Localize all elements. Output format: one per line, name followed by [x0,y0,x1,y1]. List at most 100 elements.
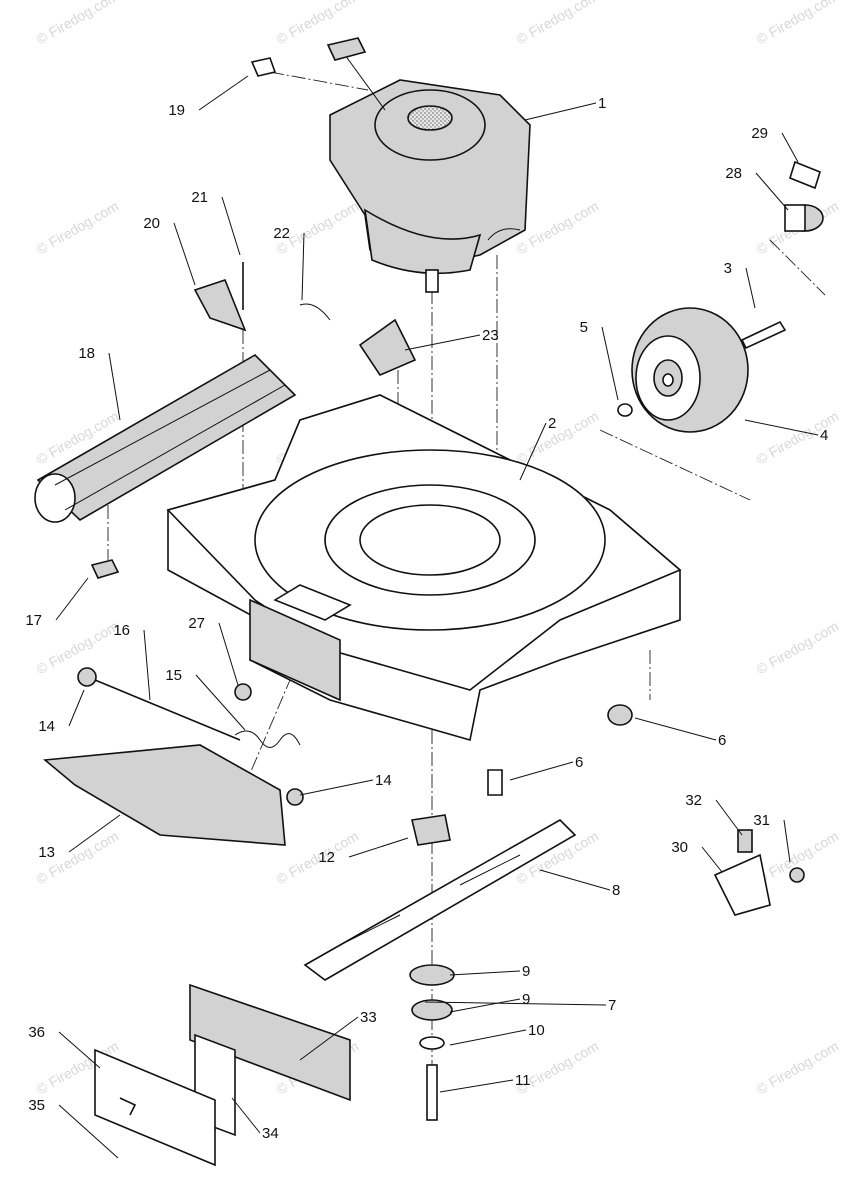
callout-leader [58,1031,101,1069]
callout-13: 13 [38,814,121,861]
callout-number: 7 [608,997,616,1014]
callout-number: 30 [671,839,688,856]
callout-5: 5 [580,319,619,401]
callout-number: 11 [515,1072,531,1089]
callout-leader [539,869,611,891]
callout-14: 14 [299,772,392,796]
callout-number: 21 [191,189,208,206]
callout-22: 22 [273,225,305,301]
rear-rod-spring [77,667,304,806]
callout-28: 28 [725,165,789,211]
rear-flap [43,744,286,846]
callout-leader [601,326,619,401]
callout-number: 9 [522,991,530,1008]
callout-number: 1 [598,95,606,112]
callout-23: 23 [404,327,499,351]
callout-number: 32 [685,792,702,809]
callout-20: 20 [143,215,196,286]
callout-number: 20 [143,215,160,232]
callout-leader [715,799,743,836]
rear-roller [34,354,297,523]
callout-leader [755,172,789,211]
callout-number: 34 [262,1125,279,1142]
watermark-text: © Firedog.com [754,618,842,678]
callout-6: 6 [634,717,726,749]
callout-2: 2 [519,415,556,481]
callout-31: 31 [753,812,791,863]
callout-9: 9 [449,963,530,980]
height-brackets [193,262,417,376]
callout-leader [173,222,196,286]
callout-3: 3 [724,260,756,309]
callout-leader [198,75,249,111]
wheel [631,307,749,433]
callout-27: 27 [188,615,239,686]
callout-number: 2 [548,415,556,432]
callout-number: 16 [113,622,130,639]
callout-number: 6 [575,754,583,771]
callout-number: 23 [482,327,499,344]
callout-number: 3 [724,260,732,277]
callout-leader [449,998,521,1013]
callout-6: 6 [509,754,583,781]
callout-leader [231,1097,261,1134]
engine [326,37,531,293]
callout-number: 6 [718,732,726,749]
callout-leader [744,419,819,436]
wheel-hardware [617,160,824,417]
callout-leader [745,267,756,309]
callout-leader [301,232,305,301]
callout-36: 36 [28,1024,101,1069]
callout-leader [221,196,241,256]
callout-29: 29 [751,125,799,163]
callout-33: 33 [299,1009,377,1061]
callout-16: 16 [113,622,151,701]
callout-number: 27 [188,615,205,632]
callout-leader [299,1016,359,1061]
callout-number: 22 [273,225,290,242]
callout-number: 15 [165,667,182,684]
callout-number: 13 [38,844,55,861]
callout-17: 17 [25,577,89,629]
watermark-text: © Firedog.com [34,198,122,258]
callout-10: 10 [449,1022,545,1046]
callout-leader [781,132,799,163]
callout-leader [299,779,374,796]
callout-leader [68,689,85,727]
callout-21: 21 [191,189,241,256]
callout-number: 14 [38,718,55,735]
callout-18: 18 [78,345,121,421]
callout-leader [509,761,574,781]
watermark-text: © Firedog.com [514,408,602,468]
clip [90,559,120,579]
callout-30: 30 [671,839,723,873]
callout-number: 10 [528,1022,545,1039]
watermark-text: © Firedog.com [34,0,122,48]
callout-number: 12 [318,849,335,866]
callout-number: 36 [28,1024,45,1041]
callout-number: 33 [360,1009,377,1026]
watermark-text: © Firedog.com [754,1038,842,1098]
callout-number: 28 [725,165,742,182]
callout-1: 1 [524,95,606,121]
mower-deck [166,394,682,742]
callout-number: 8 [612,882,620,899]
callout-35: 35 [28,1097,119,1159]
callout-leader [424,1001,607,1006]
callout-4: 4 [744,419,828,444]
callout-leader [449,1029,527,1046]
callout-12: 12 [318,837,409,866]
callout-7: 7 [424,997,616,1014]
callout-leader [634,717,717,741]
callout-number: 9 [522,963,530,980]
callout-leader [108,352,121,421]
callout-number: 18 [78,345,95,362]
watermark-text: © Firedog.com [754,0,842,48]
callout-11: 11 [439,1072,531,1093]
callout-number: 4 [820,427,828,444]
callout-leader [404,334,481,351]
height-adjuster [713,829,805,916]
watermark-text: © Firedog.com [34,618,122,678]
watermark-text: © Firedog.com [514,0,602,48]
callout-32: 32 [685,792,743,836]
